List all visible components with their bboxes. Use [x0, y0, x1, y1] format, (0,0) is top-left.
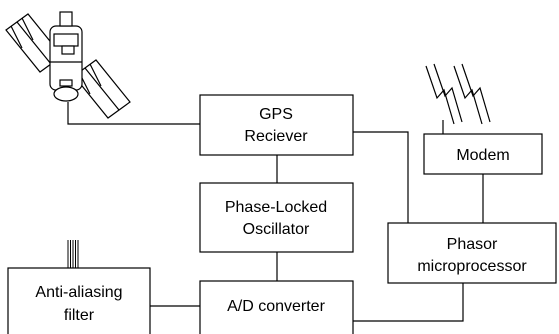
phasor-label-line2: microprocessor — [417, 258, 527, 275]
gps-receiver-label-line1: GPS — [259, 106, 293, 123]
ad-converter-label: A/D converter — [227, 298, 325, 315]
phasor-microprocessor-block: Phasor microprocessor — [387, 222, 557, 284]
wire-adc-to-phasor — [353, 283, 464, 322]
satellite-icon — [5, 11, 131, 119]
wire-satellite-to-gps — [67, 102, 200, 125]
phase-locked-oscillator-block: Phase-Locked Oscillator — [199, 182, 354, 253]
gps-receiver-label-line2: Reciever — [244, 128, 308, 145]
radio-waves-icon — [425, 63, 491, 125]
gps-receiver-block: GPS Reciever — [199, 94, 354, 156]
anti-aliasing-filter-block: Anti-aliasing filter — [7, 267, 151, 334]
connection-wires — [67, 102, 484, 322]
filter-label-line1: Anti-aliasing — [35, 284, 122, 301]
filter-label-line2: filter — [64, 307, 95, 324]
pll-label-line2: Oscillator — [243, 221, 310, 238]
ad-converter-block: A/D converter — [199, 280, 354, 334]
phasor-label-line1: Phasor — [447, 236, 498, 253]
modem-label: Modem — [456, 147, 509, 164]
input-signal-lines-icon — [67, 240, 79, 268]
pll-label-line1: Phase-Locked — [225, 199, 327, 216]
modem-block: Modem — [423, 133, 543, 175]
wire-gps-to-phasor — [353, 131, 409, 223]
